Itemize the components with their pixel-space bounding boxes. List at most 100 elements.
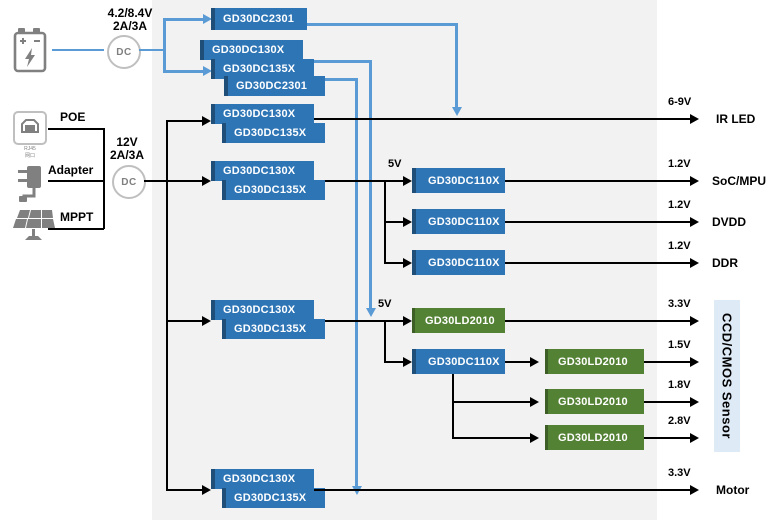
chip-row-b-0[interactable]: GD30DC130X	[200, 40, 303, 60]
main-dc-converter[interactable]: DC	[112, 165, 146, 199]
chip-row-c-0[interactable]: GD30DC130X	[211, 104, 314, 124]
battery-branch-2	[163, 70, 205, 73]
feed-buck-lower	[384, 361, 406, 363]
out-arrow-sensor-18	[690, 397, 699, 407]
sensor-block: CCD/CMOS Sensor	[714, 300, 740, 452]
buck-fanout-2-arrow	[530, 433, 539, 443]
main-rail-label-top: 12V	[116, 135, 138, 149]
main-distribution-bus	[166, 120, 168, 490]
regulator-upper-0[interactable]: GD30DC110X	[412, 168, 505, 193]
chip-row-f-0[interactable]: GD30DC130X	[211, 469, 314, 489]
input-label-mppt: MPPT	[60, 210, 94, 224]
branch-row-d-arrow	[202, 176, 211, 186]
battery-branch-1	[163, 18, 205, 21]
input-label-adapter: Adapter	[48, 163, 94, 177]
battery-dc-converter[interactable]: DC	[107, 35, 141, 69]
rail-5v-lower-bus	[384, 320, 386, 362]
ldo-lower-0[interactable]: GD30LD2010	[545, 349, 644, 374]
voltage-label-soc: 1.2V	[668, 158, 691, 170]
feed-reg-u2	[384, 262, 406, 264]
output-load-ddr: DDR	[712, 256, 738, 270]
main-rail-label-bottom: 2A/3A	[109, 148, 144, 162]
rj45-caption-1: RJ45	[24, 146, 36, 152]
out-line-sensor-33	[505, 320, 693, 322]
buck-out-arrow	[530, 357, 539, 367]
chip-row-f-1[interactable]: GD30DC135X	[222, 488, 325, 508]
buck-lower[interactable]: GD30DC110X	[412, 349, 505, 374]
blue-route-c-h	[325, 78, 358, 81]
output-load-ir-led: IR LED	[716, 112, 756, 126]
out-arrow-ddr	[690, 258, 699, 268]
blue-route-c-v	[355, 78, 358, 487]
chip-row-b-1[interactable]: GD30DC135X	[211, 59, 314, 79]
regulator-upper-2[interactable]: GD30DC110X	[412, 250, 505, 275]
blue-route-b-arrow	[366, 308, 376, 317]
chip-row-e-0[interactable]: GD30DC130X	[211, 300, 314, 320]
out-arrow-sensor-28	[690, 433, 699, 443]
blue-route-a-v	[455, 23, 458, 108]
branch-to-row-d	[166, 180, 204, 182]
battery-out-line	[139, 49, 164, 51]
voltage-label-sensor-33: 3.3V	[668, 298, 691, 310]
feed-ldo-top	[384, 320, 406, 322]
output-load-dvdd: DVDD	[712, 215, 747, 229]
feed-reg-u1-arrow	[403, 217, 412, 227]
rj45-icon	[12, 110, 48, 151]
ldo-lower-2[interactable]: GD30LD2010	[545, 425, 644, 450]
poe-line	[48, 128, 104, 130]
buck-fanout-bus	[452, 374, 454, 438]
feed-buck-lower-arrow	[403, 357, 412, 367]
chip-row-d-1[interactable]: GD30DC135X	[222, 180, 325, 200]
branch-row-e-arrow	[202, 316, 211, 326]
branch-to-row-e	[166, 320, 204, 322]
voltage-label-ddr: 1.2V	[668, 240, 691, 252]
ldo-top[interactable]: GD30LD2010	[412, 308, 505, 333]
blue-route-a-arrow	[452, 107, 462, 116]
rj45-caption-2: 网口	[24, 153, 35, 159]
out-arrow-sensor-15	[690, 357, 699, 367]
out-arrow-sensor-33	[690, 316, 699, 326]
blue-route-a-h	[307, 23, 458, 26]
battery-rail-line	[52, 49, 104, 51]
rail-5v-upper-line	[325, 180, 385, 182]
out-line-dvdd	[505, 221, 693, 223]
ir-led-output-line	[314, 118, 693, 120]
branch-row-f-arrow	[202, 485, 211, 495]
rail-5v-lower-line	[325, 320, 385, 322]
out-line-sensor-28	[644, 437, 693, 439]
voltage-label-motor: 3.3V	[668, 467, 691, 479]
sensor-block-label: CCD/CMOS Sensor	[719, 313, 735, 439]
chip-row-b-2[interactable]: GD30DC2301	[224, 76, 325, 96]
ldo-lower-1[interactable]: GD30LD2010	[545, 389, 644, 414]
out-line-ddr	[505, 262, 693, 264]
regulator-upper-1[interactable]: GD30DC110X	[412, 209, 505, 234]
buck-fanout-1	[452, 401, 533, 403]
battery-fanout-bus	[163, 18, 166, 72]
battery-branch-1-arrow	[203, 14, 212, 24]
chip-row-c-1[interactable]: GD30DC135X	[222, 123, 325, 143]
buck-fanout-1-arrow	[530, 397, 539, 407]
chip-row-a-0[interactable]: GD30DC2301	[211, 8, 307, 30]
out-arrow-soc	[690, 176, 699, 186]
blue-route-b-v	[369, 60, 372, 309]
voltage-label-dvdd: 1.2V	[668, 199, 691, 211]
chip-row-e-1[interactable]: GD30DC135X	[222, 319, 325, 339]
motor-output-line	[314, 489, 693, 491]
input-label-poe: POE	[60, 110, 86, 124]
voltage-label-sensor-15: 1.5V	[668, 339, 691, 351]
chip-row-d-0[interactable]: GD30DC130X	[211, 161, 314, 181]
voltage-label-sensor-28: 2.8V	[668, 415, 691, 427]
buck-out-line	[505, 361, 533, 363]
battery-rail-label-top: 4.2/8.4V	[107, 6, 153, 20]
input-combiner-bus	[103, 128, 105, 229]
adapter-line	[48, 180, 104, 182]
solar-panel-icon	[12, 206, 56, 251]
rail-5v-lower-label: 5V	[378, 298, 392, 310]
out-line-sensor-15	[644, 361, 693, 363]
feed-reg-u2-arrow	[403, 258, 412, 268]
voltage-label-sensor-18: 1.8V	[668, 379, 691, 391]
branch-to-row-c	[166, 120, 204, 122]
blue-route-b-h	[314, 60, 372, 63]
main-rail-out-line	[144, 180, 168, 182]
